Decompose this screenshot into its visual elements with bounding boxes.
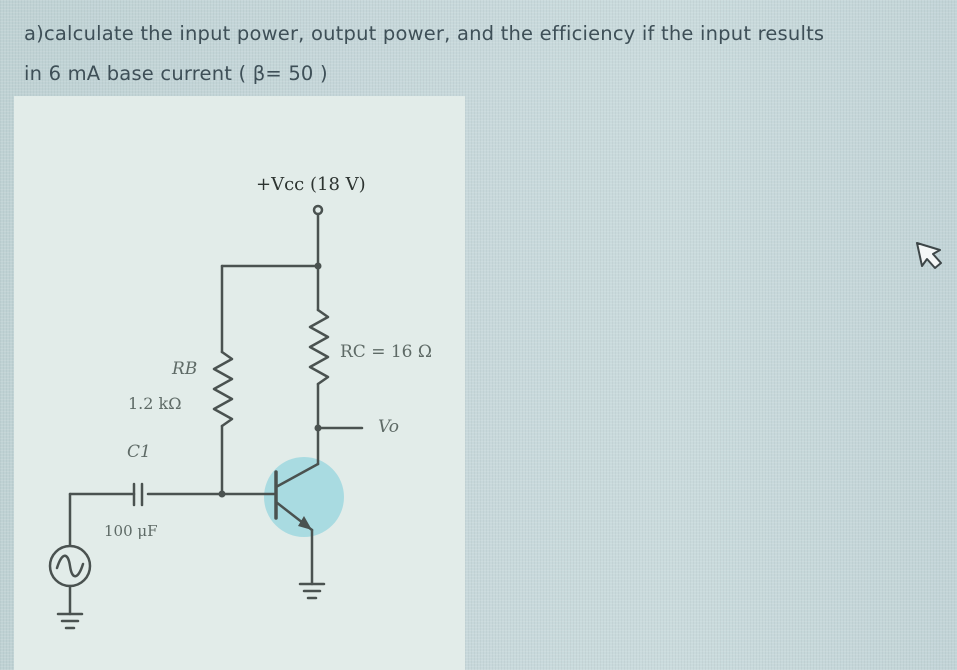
rc-label: RC = 16 Ω	[340, 342, 432, 362]
c1-value: 100 μF	[104, 522, 158, 540]
c1-label: C1	[127, 442, 151, 462]
question-line-2: in 6 mA base current ( β= 50 )	[24, 62, 328, 85]
rc-resistor	[308, 308, 330, 386]
cursor-arrow-icon	[916, 242, 942, 269]
rb-label: RB	[171, 359, 197, 379]
junction-top	[314, 262, 322, 270]
rb-resistor	[212, 350, 234, 428]
transistor-collector-lead	[274, 462, 320, 489]
vcc-label: +Vcc (18 V)	[256, 174, 366, 195]
emitter-arrow	[298, 516, 312, 530]
ac-source-wave	[55, 554, 85, 578]
rb-value: 1.2 kΩ	[128, 394, 182, 413]
question-line-1: a)calculate the input power, output powe…	[24, 22, 825, 45]
vo-label: Vo	[378, 417, 399, 437]
question-text: a)calculate the input power, output powe…	[24, 14, 944, 94]
junction-base	[218, 490, 226, 498]
transistor-highlight	[264, 457, 344, 537]
junction-collector	[314, 424, 322, 432]
